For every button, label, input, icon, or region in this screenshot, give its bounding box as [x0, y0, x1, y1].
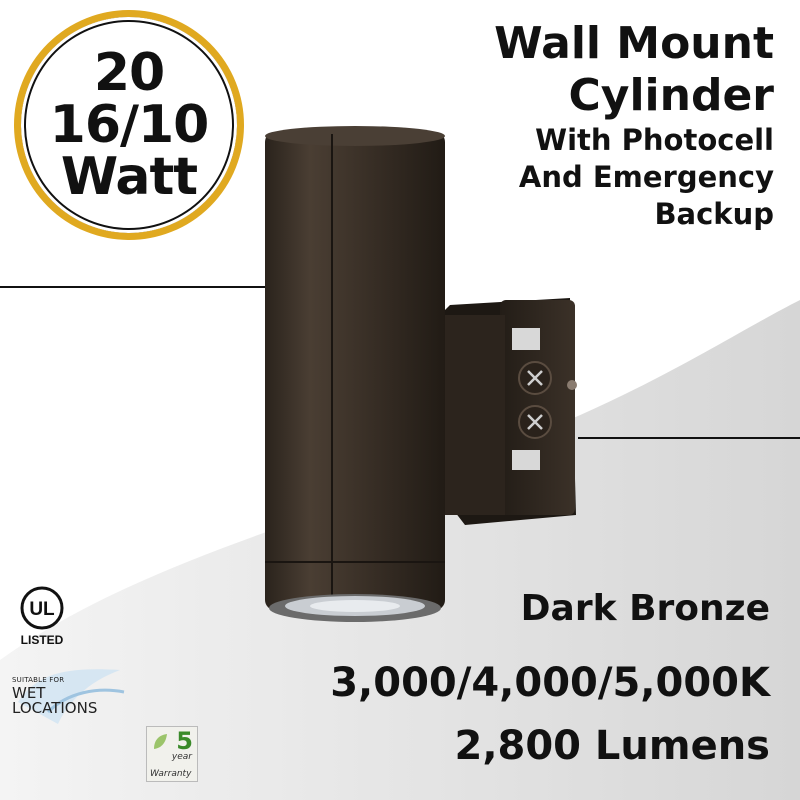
wet-locations-text: WET LOCATIONS — [12, 684, 98, 718]
divider-line-left — [0, 286, 268, 288]
ul-mark: UL — [29, 599, 55, 620]
water-splash-icon — [18, 669, 125, 724]
wattage-line-1: 20 — [93, 43, 165, 103]
warranty-badge: 5 year Warranty — [146, 726, 198, 782]
warranty-unit: year — [171, 752, 192, 762]
wattage-line-3: Watt — [60, 147, 198, 207]
wattage-line-2: 16/10 — [49, 95, 210, 155]
title-line-2: Cylinder — [568, 69, 775, 121]
ul-listed-text: LISTED — [21, 633, 64, 647]
wattage-badge: 20 16/10 Watt — [14, 10, 244, 240]
cylinder-body — [265, 132, 445, 610]
title-line-3: With Photocell — [535, 122, 774, 157]
title-line-1: Wall Mount — [494, 18, 774, 69]
wet-line-1: WET — [12, 684, 46, 702]
leaf-icon — [154, 734, 167, 749]
cylinder-fixture-image — [265, 126, 577, 622]
lumen-output: 2,800 Lumens — [454, 723, 770, 769]
warranty-label: Warranty — [150, 769, 192, 779]
warranty-years: 5 — [176, 727, 193, 755]
title-line-5: Backup — [654, 197, 774, 232]
title-line-4: And Emergency — [518, 159, 774, 194]
wet-line-2: LOCATIONS — [12, 699, 98, 718]
product-title: Wall Mount Cylinder With Photocell And E… — [494, 18, 774, 233]
wet-small-text: SUITABLE FOR — [12, 676, 65, 684]
divider-line-right — [578, 437, 800, 439]
wet-locations-logo: SUITABLE FOR WET LOCATIONS — [8, 662, 126, 726]
color-temperature: 3,000/4,000/5,000K — [330, 660, 770, 706]
ul-listed-logo: UL LISTED — [20, 586, 64, 647]
finish-color: Dark Bronze — [520, 588, 770, 629]
